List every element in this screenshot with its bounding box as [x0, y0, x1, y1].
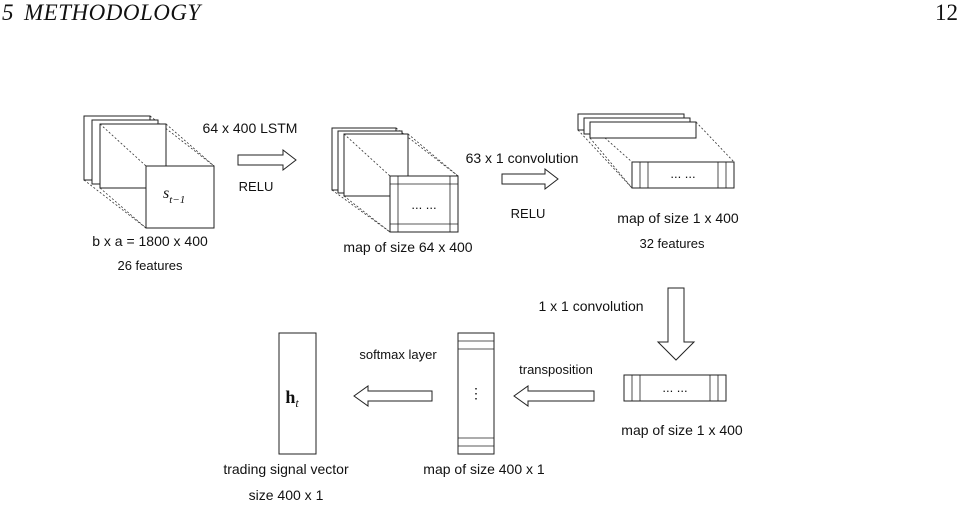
- map3-dots: ... ...: [662, 380, 687, 395]
- transposed-vector-map: [457, 332, 495, 455]
- step3-conv-label: 1 x 1 convolution: [538, 298, 643, 314]
- step4-transposition-label: transposition: [519, 362, 593, 377]
- map4-dots: ⋮: [469, 385, 483, 401]
- running-header: 5 METHODOLOGY: [2, 0, 201, 26]
- input-symbol: st−1: [163, 185, 185, 206]
- map2-dots: ... ...: [670, 166, 695, 181]
- step5-softmax-label: softmax layer: [359, 347, 437, 362]
- output-label-line2: size 400 x 1: [249, 487, 324, 503]
- section-number: 5: [2, 0, 14, 25]
- map3-label: map of size 1 x 400: [621, 422, 743, 438]
- output-label-line1: trading signal vector: [223, 461, 349, 477]
- arrow-down-icon: [656, 287, 696, 361]
- section-title: METHODOLOGY: [24, 0, 201, 25]
- conv1x1-feature-map: [623, 374, 727, 402]
- step2-relu-label: RELU: [511, 206, 546, 221]
- input-tensor-stack: [83, 115, 215, 229]
- arrow-right-icon: [501, 167, 559, 191]
- output-vector: [278, 332, 317, 455]
- lstm-feature-map-stack: [331, 127, 459, 233]
- map2-front-matrix: [631, 161, 735, 189]
- input-front-matrix: [145, 165, 215, 229]
- input-dims-label: b x a = 1800 x 400: [92, 233, 208, 249]
- arrow-left-icon: [353, 385, 433, 407]
- arrow-right-icon: [237, 148, 297, 172]
- step1-relu-label: RELU: [239, 179, 274, 194]
- conv-feature-map-slab: [577, 113, 735, 189]
- arrow-left-icon: [513, 385, 595, 407]
- output-symbol: ht: [285, 387, 299, 410]
- map1-label: map of size 64 x 400: [343, 239, 472, 255]
- page-number: 12: [935, 0, 958, 25]
- map1-front-matrix: [389, 175, 459, 233]
- map4-label: map of size 400 x 1: [423, 461, 545, 477]
- map2-label: map of size 1 x 400: [617, 210, 739, 226]
- map2-features-label: 32 features: [639, 236, 705, 251]
- step1-lstm-label: 64 x 400 LSTM: [203, 120, 298, 136]
- step2-conv-label: 63 x 1 convolution: [466, 150, 579, 166]
- map1-dots: ... ...: [411, 197, 436, 212]
- input-features-label: 26 features: [117, 258, 183, 273]
